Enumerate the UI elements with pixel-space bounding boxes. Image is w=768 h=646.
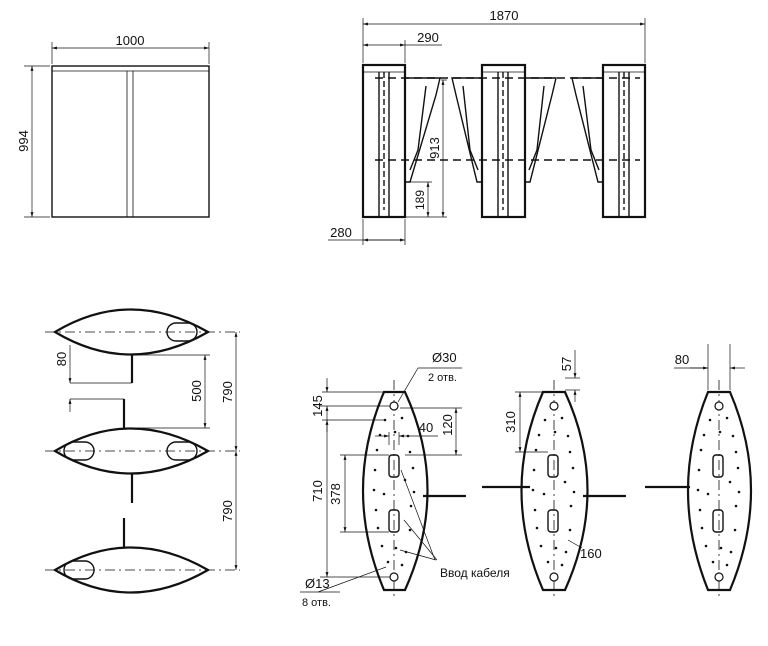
dim-front-height: 994 — [16, 130, 31, 152]
dim-plan-500: 500 — [189, 380, 204, 402]
dim-dia-30: Ø30 — [432, 350, 457, 365]
dim-plan-80: 80 — [54, 352, 69, 366]
dim-160: 160 — [580, 546, 602, 561]
dim-80-right: 80 — [675, 352, 689, 367]
dim-depth-280: 280 — [330, 225, 352, 240]
dim-120: 120 — [440, 414, 455, 436]
dim-offset-top: 290 — [417, 30, 439, 45]
side-view: 1870 290 913 189 280 — [328, 8, 647, 245]
dim-145: 145 — [310, 395, 325, 417]
dim-holes-8: 8 отв. — [302, 597, 331, 609]
dim-57: 57 — [559, 357, 574, 371]
front-view: 1000 994 — [16, 33, 210, 218]
dim-310: 310 — [503, 411, 518, 433]
dim-40: 40 — [419, 420, 433, 435]
dim-front-width: 1000 — [116, 33, 145, 48]
dim-overall-length: 1870 — [490, 8, 519, 23]
dim-height-189: 189 — [413, 190, 427, 210]
dim-holes-2: 2 отв. — [428, 372, 457, 384]
dim-710: 710 — [310, 480, 325, 502]
base-views: Ø30 2 отв. 145 40 120 710 378 Ввод кабел… — [300, 344, 753, 609]
cable-entry-label: Ввод кабеля — [440, 566, 510, 580]
dim-378: 378 — [328, 483, 343, 505]
dim-height-913: 913 — [427, 137, 442, 159]
base-dots — [372, 416, 741, 567]
plan-view: 80 500 790 790 — [45, 308, 240, 594]
dim-dia-13: Ø13 — [305, 576, 330, 591]
dim-plan-790-b: 790 — [220, 500, 235, 522]
dim-plan-790-a: 790 — [220, 381, 235, 403]
